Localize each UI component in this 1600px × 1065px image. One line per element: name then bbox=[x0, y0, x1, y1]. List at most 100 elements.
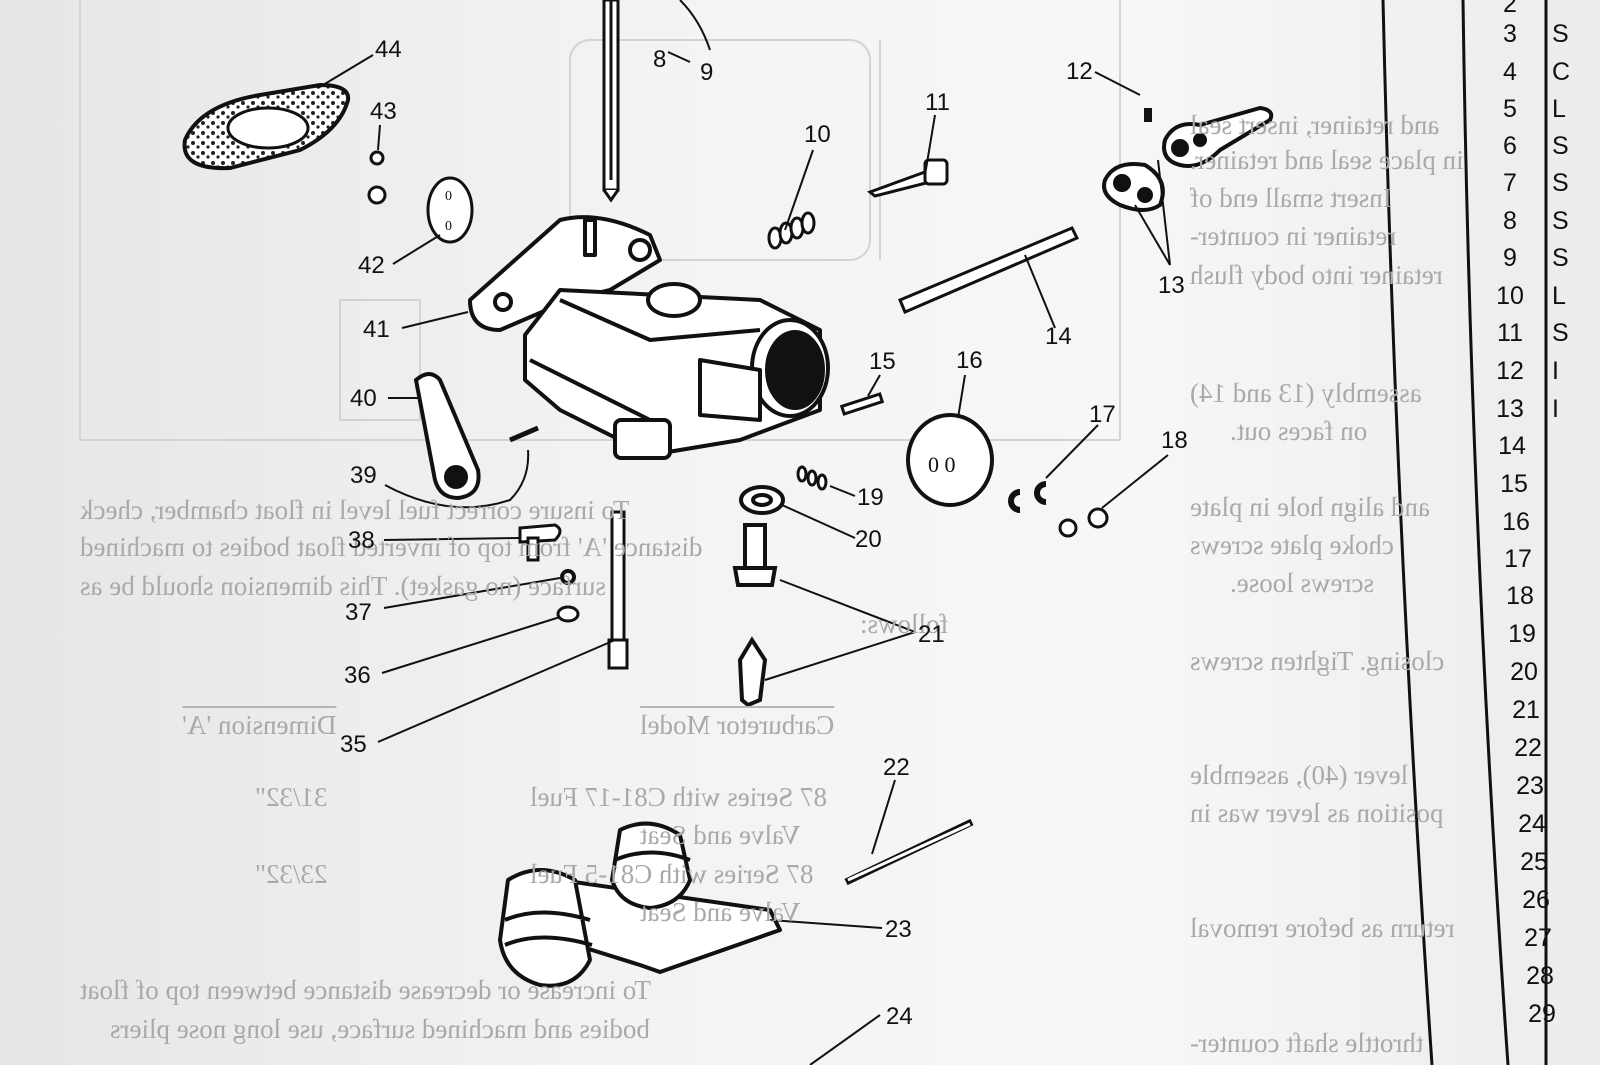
callout-20: 20 bbox=[855, 526, 882, 553]
callout-11: 11 bbox=[925, 89, 950, 116]
ghost-line: retainer in counter- bbox=[1190, 221, 1397, 251]
ghost-line: To insure correct fuel level in float ch… bbox=[80, 495, 630, 525]
part-16-plate: 0 0 bbox=[906, 413, 994, 507]
ghost-line: screws loose. bbox=[1230, 568, 1374, 598]
callout-37: 37 bbox=[345, 599, 372, 626]
callout-40: 40 bbox=[350, 385, 377, 412]
part-36-nut bbox=[556, 605, 580, 623]
index-letter: L bbox=[1552, 282, 1566, 310]
index-number: 3 bbox=[1503, 20, 1517, 48]
callout-41: 41 bbox=[363, 316, 390, 343]
index-letter: C bbox=[1552, 58, 1571, 86]
part-11-screw bbox=[866, 158, 949, 198]
ghost-line: distance 'A' from top of inverted float … bbox=[80, 532, 703, 562]
ghost-line: surface (no gasket). This dimension shou… bbox=[80, 571, 606, 601]
index-letter: I bbox=[1552, 395, 1559, 423]
callout-13: 13 bbox=[1158, 272, 1185, 299]
part-15-pin bbox=[839, 392, 885, 416]
ghost-line: 23/32" bbox=[255, 859, 328, 889]
callout-39: 39 bbox=[350, 462, 377, 489]
index-number: 6 bbox=[1503, 132, 1517, 160]
part-43-screw bbox=[367, 150, 387, 205]
ghost-line: closing. Tighten screws bbox=[1190, 646, 1445, 676]
index-number: 14 bbox=[1498, 432, 1526, 460]
ghost-heading: Carburetor Model bbox=[640, 706, 835, 740]
callout-35: 35 bbox=[340, 731, 367, 758]
index-number: 11 bbox=[1497, 319, 1523, 347]
ghost-line: 87 Series with C81-17 Fuel bbox=[530, 782, 827, 812]
svg-text:0 0: 0 0 bbox=[928, 452, 956, 477]
part-14-shaft bbox=[898, 226, 1080, 314]
index-number: 29 bbox=[1528, 1000, 1556, 1028]
part-17-clips bbox=[1008, 481, 1047, 513]
callout-12: 12 bbox=[1066, 58, 1093, 85]
index-number: 24 bbox=[1518, 810, 1546, 838]
callout-18: 18 bbox=[1161, 427, 1188, 454]
part-39-pin bbox=[509, 425, 539, 443]
ghost-line: 31/32" bbox=[255, 782, 328, 812]
ghost-line: on faces out. bbox=[1230, 416, 1368, 446]
ghost-line: and align hole in plate bbox=[1190, 492, 1430, 522]
index-number: 8 bbox=[1503, 207, 1517, 235]
ghost-line: Valve and Seat bbox=[640, 897, 801, 927]
ghost-line: Insert small end of bbox=[1190, 183, 1392, 213]
callout-42: 42 bbox=[358, 252, 385, 279]
ghost-line: lever (40), assemble bbox=[1190, 760, 1409, 790]
index-number: 20 bbox=[1510, 658, 1538, 686]
index-letter: I bbox=[1552, 357, 1559, 385]
ghost-line: 87 Series with C81-5 Fuel bbox=[530, 859, 814, 889]
index-number: 15 bbox=[1500, 470, 1528, 498]
callout-43: 43 bbox=[370, 98, 397, 125]
index-number: 27 bbox=[1524, 924, 1552, 952]
index-number: 13 bbox=[1496, 395, 1524, 423]
part-18-screws bbox=[1058, 507, 1109, 538]
callout-23: 23 bbox=[885, 916, 912, 943]
part-38-lever bbox=[518, 523, 562, 562]
part-37-clip bbox=[560, 569, 576, 585]
part-19-spring bbox=[796, 465, 828, 491]
part-41-carburetor-body bbox=[468, 215, 830, 460]
index-letter: L bbox=[1552, 95, 1566, 123]
index-number: 2 bbox=[1503, 0, 1517, 18]
index-number: 18 bbox=[1506, 582, 1534, 610]
index-number: 7 bbox=[1503, 169, 1517, 197]
ghost-line: retainer into body flush bbox=[1190, 260, 1443, 290]
callout-17: 17 bbox=[1089, 401, 1116, 428]
callout-10: 10 bbox=[804, 121, 831, 148]
index-letter: S bbox=[1552, 132, 1569, 160]
part-23-float bbox=[498, 821, 782, 988]
callout-14: 14 bbox=[1045, 323, 1072, 350]
index-number: 22 bbox=[1514, 734, 1542, 762]
index-number: 25 bbox=[1520, 848, 1548, 876]
part-8-needle bbox=[602, 0, 620, 203]
part-35-rod bbox=[607, 510, 629, 670]
callout-15: 15 bbox=[869, 348, 896, 375]
callout-44: 44 bbox=[375, 36, 402, 63]
index-letter: S bbox=[1552, 244, 1569, 272]
part-42-plate: 0 0 bbox=[426, 176, 474, 244]
part-44-gasket bbox=[182, 82, 351, 171]
ghost-line: To increase or decrease distance between… bbox=[80, 975, 651, 1005]
index-number: 5 bbox=[1503, 95, 1517, 123]
callout-16: 16 bbox=[956, 347, 983, 374]
callout-24: 24 bbox=[886, 1003, 913, 1030]
index-letter: S bbox=[1552, 207, 1569, 235]
part-21-seat-valve bbox=[732, 523, 778, 708]
index-number: 23 bbox=[1516, 772, 1544, 800]
part-10-spring bbox=[767, 211, 816, 250]
ghost-line: and retainer, insert seal bbox=[1190, 110, 1440, 140]
index-number: 21 bbox=[1512, 696, 1540, 724]
ghost-line: return as before removal bbox=[1190, 913, 1455, 943]
callout-8: 8 bbox=[653, 46, 667, 73]
leader-lines bbox=[317, 0, 1171, 1065]
ghost-line: assembly (13 and 14) bbox=[1190, 378, 1422, 408]
ghost-line: in place seal and retainer. bbox=[1190, 145, 1464, 175]
index-number: 4 bbox=[1503, 58, 1517, 86]
index-number: 28 bbox=[1526, 962, 1554, 990]
svg-text:0: 0 bbox=[445, 219, 452, 234]
ghost-line: position as lever was in bbox=[1190, 798, 1444, 828]
index-number: 19 bbox=[1508, 620, 1536, 648]
part-12-pin bbox=[1144, 108, 1152, 122]
